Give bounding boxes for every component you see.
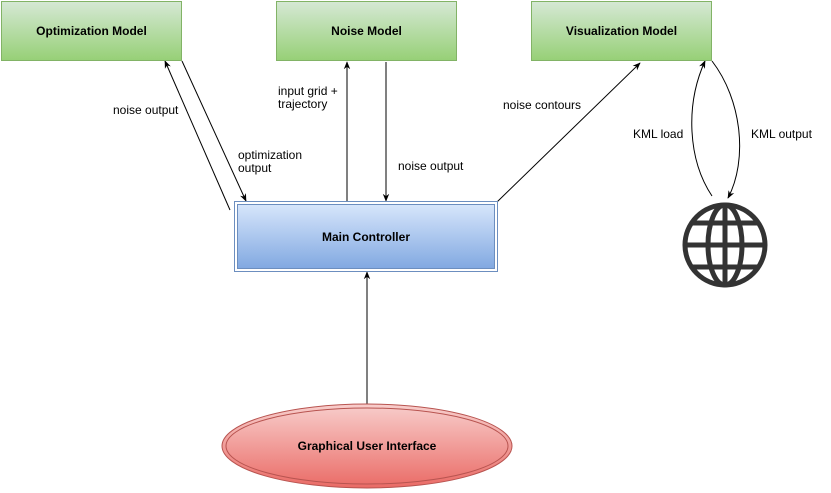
- globe-icon: [682, 202, 768, 288]
- edge-noise-output-to-optimization: [164, 60, 231, 211]
- label-kml-output: KML output: [751, 127, 812, 141]
- label-noise-output: noise output: [398, 159, 464, 173]
- optimization-model-label: Optimization Model: [36, 24, 147, 38]
- visualization-model-label: Visualization Model: [565, 24, 678, 38]
- noise-model-label: Noise Model: [331, 24, 402, 38]
- edge-optimization-output-to-controller: [181, 60, 247, 202]
- gui-label: Graphical User Interface: [297, 439, 437, 453]
- edge-kml-load: [691, 60, 713, 197]
- main-controller-node: Main Controller: [234, 201, 498, 272]
- main-controller-label: Main Controller: [321, 229, 410, 244]
- visualization-model-node: Visualization Model: [531, 1, 712, 61]
- edge-kml-output: [711, 60, 741, 199]
- noise-model-node: Noise Model: [276, 1, 457, 61]
- label-noise-contours: noise contours: [503, 98, 582, 112]
- label-noise-input: input grid + trajectory: [278, 84, 338, 111]
- optimization-model-node: Optimization Model: [1, 1, 182, 61]
- label-kml-load: KML load: [633, 127, 684, 141]
- gui-label-box: Graphical User Interface: [222, 432, 512, 460]
- gui-node: [221, 403, 513, 489]
- label-opt-noise-output: noise output: [113, 103, 179, 117]
- label-optimization-output: optimization output: [238, 148, 303, 175]
- edge-noise-contours: [496, 62, 641, 203]
